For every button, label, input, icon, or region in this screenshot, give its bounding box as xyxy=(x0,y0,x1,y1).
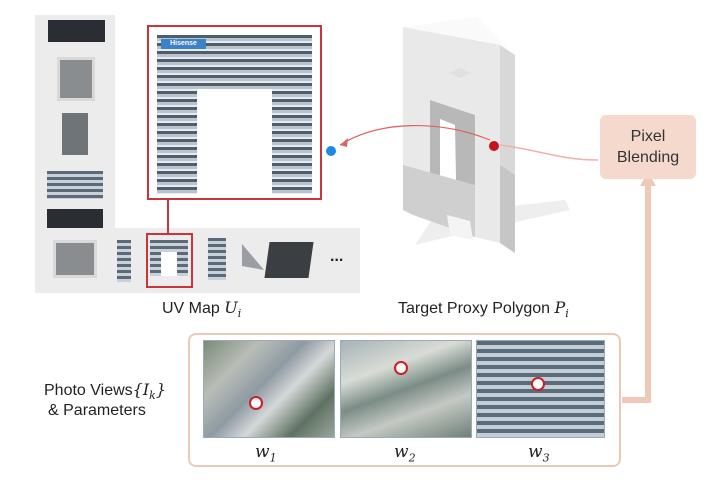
photo-view-1 xyxy=(203,340,335,438)
photo-views-symbol: {Ik} xyxy=(132,380,167,403)
building-logo: Hisense xyxy=(161,39,206,49)
blend-to-point-line xyxy=(499,144,599,161)
more-charts-ellipsis: ... xyxy=(330,248,344,265)
pixel-blending-box: Pixel Blending xyxy=(600,115,696,179)
entrance-canopy xyxy=(447,215,473,240)
target-polygon-label: Target Proxy Polygon Pi xyxy=(398,298,569,320)
uv-map-label: UV Map Ui xyxy=(162,298,241,320)
uv-chart-thumb xyxy=(48,20,105,42)
sample-point-photo xyxy=(394,361,408,375)
uv-atlas-strip: ... xyxy=(35,228,360,293)
uv-chart-thumb xyxy=(53,240,97,278)
weight-label-1: w1 xyxy=(255,442,277,465)
point-to-uv-arrow xyxy=(339,124,491,146)
roof-structure xyxy=(450,68,470,78)
uv-map-text: UV Map xyxy=(162,300,220,317)
target-proxy-building xyxy=(403,17,570,253)
sample-point-polygon xyxy=(489,141,499,151)
building-side-base xyxy=(500,165,515,253)
uv-chart-thumb xyxy=(47,209,103,231)
photo-view-2 xyxy=(340,340,472,438)
photo-views-label: Photo Views{Ik} xyxy=(44,380,166,402)
uv-map-symbol: Ui xyxy=(224,298,242,321)
sample-point-photo xyxy=(531,377,545,391)
photos-to-blend-arrow xyxy=(622,182,651,403)
uv-chart-thumb-selected xyxy=(150,240,188,276)
zoom-connector-line xyxy=(167,200,169,233)
photo-views-panel xyxy=(188,333,621,467)
target-text: Target Proxy Polygon xyxy=(398,300,551,317)
parameters-label: & Parameters xyxy=(48,402,146,419)
blend-arrow-head xyxy=(640,172,656,186)
sample-point-uv xyxy=(326,146,336,156)
sample-point-photo xyxy=(249,396,263,410)
uv-chart-thumb xyxy=(117,240,131,282)
building-roof xyxy=(403,17,515,55)
weight-label-2: w2 xyxy=(394,442,416,465)
target-symbol: Pi xyxy=(554,298,569,321)
selected-chart-frame xyxy=(146,233,193,288)
pixel-blending-line2: Blending xyxy=(616,149,680,166)
uv-chart-thumb xyxy=(62,113,88,155)
pixel-blending-line1: Pixel xyxy=(630,128,666,145)
photo-view-3 xyxy=(476,340,605,438)
photo-views-text: Photo Views xyxy=(44,382,133,399)
uv-chart-thumb xyxy=(208,238,226,280)
uv-chart-thumb xyxy=(57,57,95,101)
uv-chart-thumb xyxy=(242,244,264,270)
weight-label-3: w3 xyxy=(528,442,550,465)
uv-map-enlarged: Hisense xyxy=(147,25,322,200)
uv-arrow-head xyxy=(340,138,348,147)
archway-cutout xyxy=(197,89,272,194)
uv-chart-thumb xyxy=(47,171,103,199)
